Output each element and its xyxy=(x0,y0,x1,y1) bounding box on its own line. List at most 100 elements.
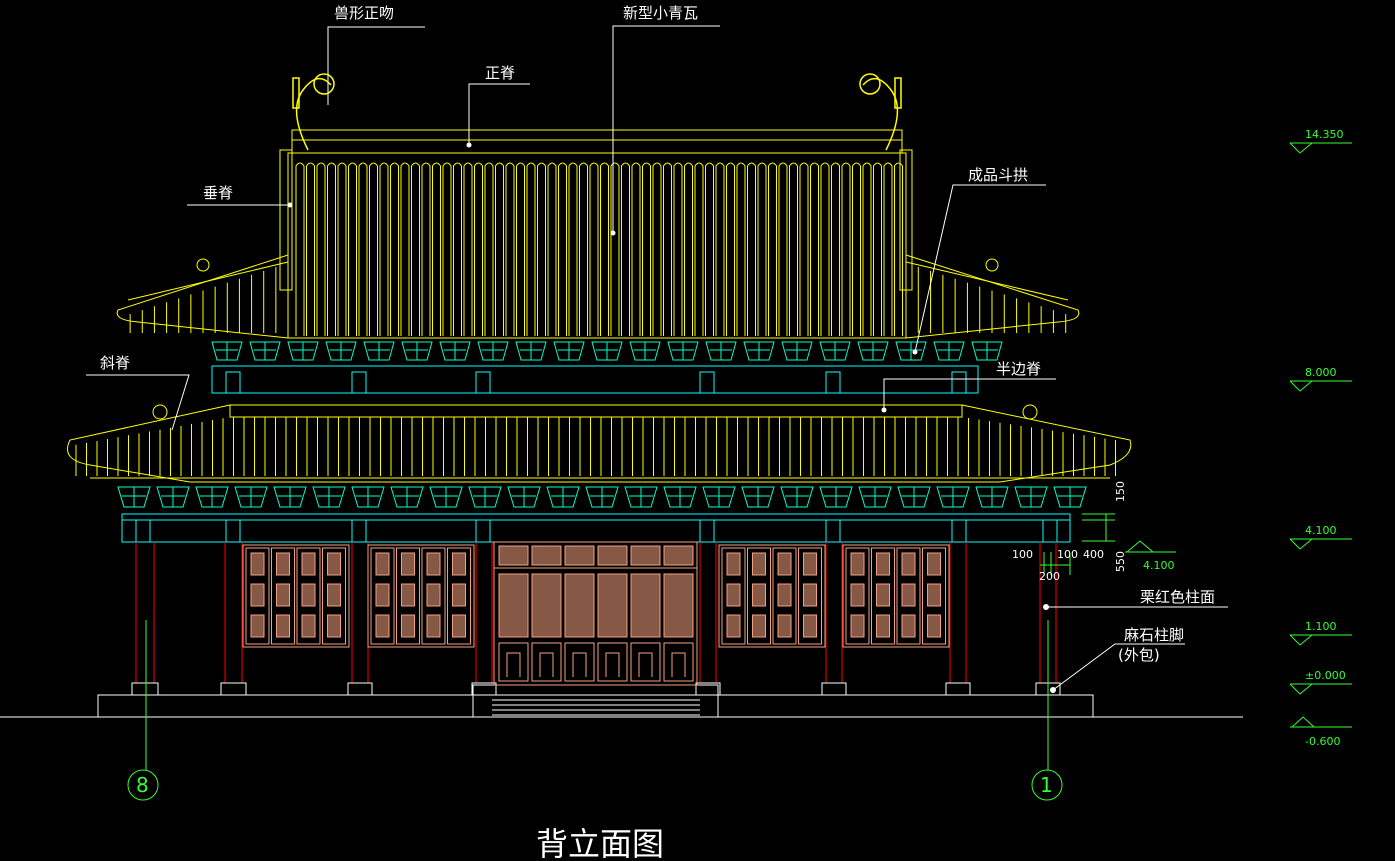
window-panel xyxy=(245,547,270,645)
lattice-cell xyxy=(876,614,890,638)
bracket-set xyxy=(857,341,889,361)
lattice-cell xyxy=(401,583,415,607)
elevation-triangle xyxy=(1291,716,1315,728)
door-panel xyxy=(597,573,628,638)
lattice-cell xyxy=(777,614,792,638)
upper-architrave xyxy=(211,365,979,394)
lattice-cell xyxy=(375,614,390,638)
roof-tile xyxy=(831,162,840,336)
column-base xyxy=(131,682,159,696)
window-panel xyxy=(871,547,895,645)
roof-tile xyxy=(883,162,893,336)
roof-tile xyxy=(327,162,336,336)
roof-tile xyxy=(768,162,777,336)
beam-joint xyxy=(135,519,151,543)
elevation-triangle xyxy=(1289,538,1313,550)
roof-tile xyxy=(463,162,473,336)
column-base xyxy=(471,682,497,696)
bracket-set xyxy=(933,341,965,361)
roof-tile xyxy=(400,162,410,336)
beam-joint xyxy=(951,519,967,543)
roof-tile xyxy=(621,162,630,336)
axis-lines xyxy=(127,620,1063,801)
lattice-window xyxy=(242,544,350,648)
roof-tile xyxy=(579,162,588,336)
lattice-cell xyxy=(777,583,792,607)
lattice-cell xyxy=(752,614,766,638)
roof-tile xyxy=(789,162,798,336)
roof-tile xyxy=(348,162,357,336)
lattice-window xyxy=(367,544,475,648)
roof-tile xyxy=(432,162,441,336)
bracket-set xyxy=(741,486,775,508)
lattice-cell xyxy=(752,552,766,576)
lattice-cell xyxy=(850,614,865,638)
roof-tile xyxy=(715,162,725,336)
roof-tile xyxy=(526,162,536,336)
ridge-beast xyxy=(1022,404,1038,420)
roof-tile xyxy=(810,162,819,336)
lattice-cell xyxy=(901,614,916,638)
axis-label-8: 8 xyxy=(136,773,149,797)
lattice-door xyxy=(493,541,698,686)
lattice-window xyxy=(842,544,950,648)
ornament-body xyxy=(295,77,332,151)
beam-joint xyxy=(475,371,491,394)
window-panel xyxy=(370,547,395,645)
door-panel xyxy=(663,573,694,638)
window-panel xyxy=(421,547,446,645)
lattice-cell xyxy=(250,583,265,607)
bracket-set xyxy=(363,341,395,361)
leader-half-ridge xyxy=(883,378,1056,410)
roof-tile xyxy=(358,162,368,336)
lattice-cell xyxy=(726,583,741,607)
bracket-set xyxy=(895,341,927,361)
ridge-ornament xyxy=(859,73,902,151)
bracket-set xyxy=(390,486,424,508)
lattice-window xyxy=(718,544,826,648)
roof-tile xyxy=(778,162,788,336)
lower-roof xyxy=(67,404,1132,483)
bracket-set xyxy=(546,486,580,508)
dim-100-right: 100 xyxy=(1057,548,1078,561)
bracket-set xyxy=(667,341,699,361)
window-panel xyxy=(845,547,870,645)
lattice-cell xyxy=(375,583,390,607)
lower-architrave xyxy=(121,519,1071,543)
lattice-cell xyxy=(726,552,741,576)
beam-joint xyxy=(825,519,841,543)
window-frame xyxy=(718,544,826,648)
beam-joint xyxy=(825,371,841,394)
window-panel xyxy=(747,547,771,645)
ornament-head xyxy=(313,73,335,95)
roof-tile xyxy=(484,162,494,336)
roof-tile xyxy=(516,162,525,336)
bracket-set xyxy=(819,486,853,508)
leader-main-ridge xyxy=(468,83,530,145)
lower-rail xyxy=(121,513,1071,521)
ornament-spike xyxy=(894,77,902,109)
window-frame xyxy=(242,544,350,648)
label-column-paint: 栗红色柱面 xyxy=(1140,588,1215,606)
roof-tile xyxy=(862,162,872,336)
roof-tile xyxy=(663,162,672,336)
door-skirt-panel xyxy=(564,642,595,682)
lattice-cell xyxy=(276,614,290,638)
window-panel xyxy=(322,547,346,645)
transom-panel xyxy=(663,545,694,566)
bracket-set xyxy=(705,341,737,361)
roof-tile xyxy=(537,162,546,336)
roof-tile xyxy=(820,162,830,336)
bracket-set xyxy=(234,486,268,508)
lattice-cell xyxy=(327,614,341,638)
bracket-set xyxy=(312,486,346,508)
label-ridge-ornament: 兽形正吻 xyxy=(334,4,394,22)
window-panel xyxy=(447,547,471,645)
main-ridge xyxy=(291,129,903,154)
level-4100: 4.100 xyxy=(1143,559,1175,572)
bracket-set xyxy=(195,486,229,508)
lattice-cell xyxy=(276,583,290,607)
roof-tile xyxy=(894,162,903,336)
elevation-value: 8.000 xyxy=(1305,366,1337,379)
diagonal-ridge xyxy=(127,261,289,301)
